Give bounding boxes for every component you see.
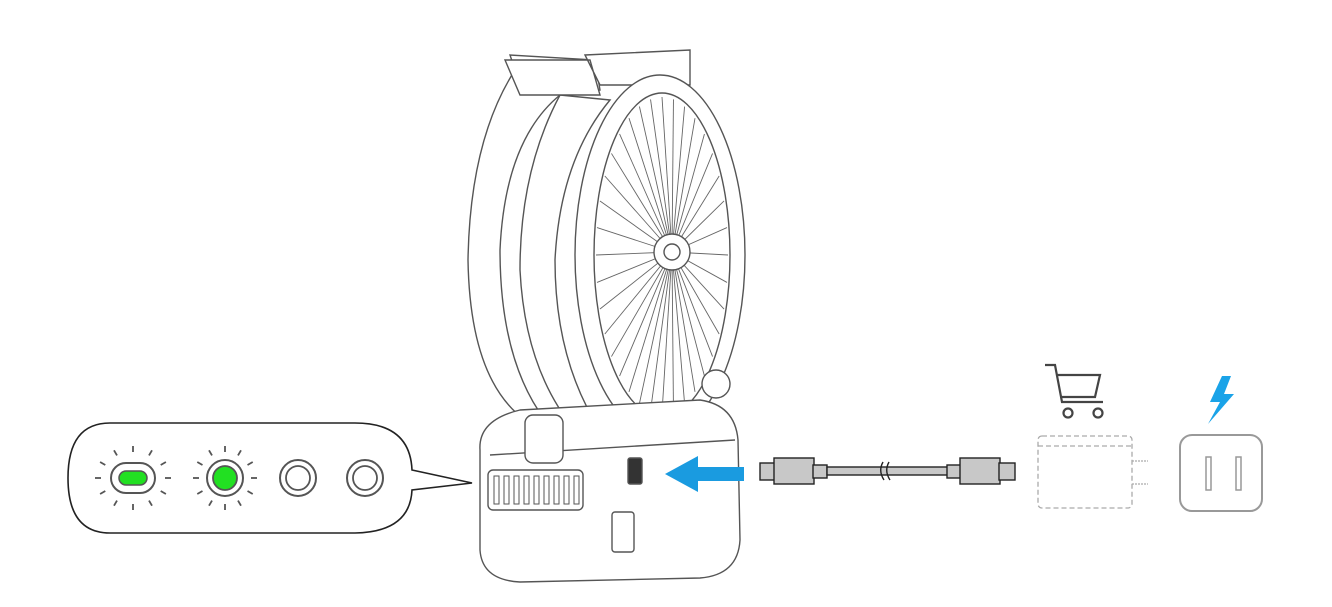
guard-spoke (650, 251, 673, 411)
blink-ray (196, 490, 203, 495)
vent-slot (503, 475, 510, 505)
usb-c-cable-icon (759, 457, 1016, 485)
callout-bubble (67, 422, 473, 534)
guard-spoke (628, 251, 673, 392)
power-button (524, 414, 564, 464)
wall-outlet-icon (1179, 434, 1263, 512)
guard-spoke (619, 251, 673, 377)
blink-ray (160, 490, 167, 495)
blink-ray (237, 500, 242, 507)
blink-ray (247, 490, 254, 495)
cable-wire (826, 466, 958, 476)
vent-slot (553, 475, 560, 505)
bottom-port (611, 511, 635, 553)
arrow-left-icon (665, 456, 744, 492)
guard-spoke (671, 133, 705, 253)
round-led-icon (279, 459, 317, 497)
blink-ray (113, 500, 118, 507)
vent-slot (573, 475, 580, 505)
guard-spoke (671, 106, 686, 253)
guard-spoke (661, 251, 673, 414)
guard-spoke (671, 251, 686, 404)
blink-ray (99, 490, 106, 495)
guard-spoke (661, 96, 673, 253)
guard-spoke (611, 251, 673, 357)
blink-ray (148, 449, 153, 456)
cable-tip-right (998, 462, 1016, 481)
guard-spoke (671, 251, 696, 392)
vent-slot (563, 475, 570, 505)
guard-spoke (671, 251, 674, 411)
guard-spoke (671, 99, 674, 253)
vent-slots (493, 475, 580, 505)
guard-spoke (671, 118, 696, 253)
usb-c-port (627, 457, 643, 485)
lightning-bolt-icon (1208, 376, 1234, 424)
blink-ray (99, 461, 106, 466)
fan-hub-inner (663, 243, 681, 261)
vent-slot (533, 475, 540, 505)
pill-led-icon (95, 446, 171, 510)
tilt-knob (701, 369, 731, 399)
blink-ray (196, 461, 203, 466)
vent-slot (523, 475, 530, 505)
blink-ray (148, 500, 153, 507)
blink-ray (160, 461, 167, 466)
fan-icon (467, 49, 746, 583)
cable-plug-left (773, 457, 815, 485)
vent-slot (493, 475, 500, 505)
vent-slot (543, 475, 550, 505)
guard-spoke (671, 251, 705, 377)
blink-ray (247, 461, 254, 466)
shopping-cart-icon (1045, 363, 1104, 419)
cable-plug-right (959, 457, 1001, 485)
guard-spoke (638, 106, 673, 253)
round-led-icon (346, 459, 384, 497)
guard-spoke (638, 251, 673, 404)
vent-slot (513, 475, 520, 505)
blink-ray (208, 449, 213, 456)
led-indicator-callout (67, 422, 473, 534)
power-adapter-icon (1037, 435, 1148, 509)
round-led-icon (193, 446, 257, 510)
guard-spoke (611, 153, 673, 253)
guard-spoke (650, 99, 673, 253)
blink-ray (237, 449, 242, 456)
guard-spoke (628, 118, 673, 253)
blink-ray (113, 449, 118, 456)
blink-ray (208, 500, 213, 507)
guard-spoke (619, 133, 673, 253)
